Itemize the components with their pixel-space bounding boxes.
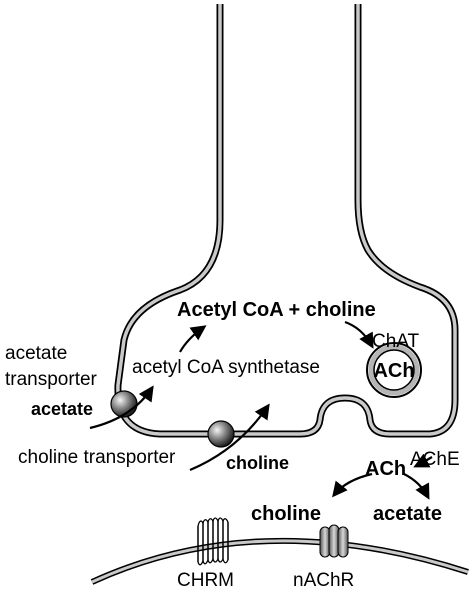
ach-vesicle — [366, 342, 422, 398]
choline-product-label: choline — [251, 503, 321, 525]
ache-label: AChE — [410, 449, 460, 470]
reaction-arrows — [89, 320, 433, 500]
acetyl-coa-synthetase-label: acetyl CoA synthetase — [132, 357, 320, 378]
choline-product-arrow — [332, 472, 373, 498]
acetate-input-label: acetate — [31, 399, 93, 419]
chrm-receptor-icon — [197, 517, 229, 566]
ach-vesicle-label: ACh — [373, 360, 414, 382]
presynaptic-membrane — [114, 4, 459, 438]
choline-input-label: choline — [226, 453, 289, 473]
acetate-transporter-label-line2: transporter — [5, 369, 98, 390]
ach-cleft-label: ACh — [365, 458, 406, 480]
chat-synthesis-arrow — [344, 320, 374, 349]
chat-label: ChAT — [372, 331, 420, 352]
acetate-product-arrow — [403, 473, 430, 500]
acetate-transporter-label-line1: acetate — [5, 343, 67, 364]
choline-transporter-label: choline transporter — [18, 447, 176, 468]
nachr-receptor-icon — [319, 524, 349, 558]
ache-hydrolysis-arrow — [413, 453, 433, 468]
nachr-label: nAChR — [293, 570, 354, 591]
acetate-transporter-icon — [110, 390, 138, 418]
acetate-product-label: acetate — [373, 503, 442, 525]
choline-uptake-arrow — [189, 403, 270, 472]
chrm-label: CHRM — [177, 570, 234, 591]
acetate-uptake-arrow — [89, 385, 154, 430]
acetyl-coa-choline-label: Acetyl CoA + choline — [177, 299, 376, 321]
acetyl-coa-synthetase-arrow — [179, 325, 207, 353]
postsynaptic-membrane — [90, 537, 469, 585]
choline-transporter-icon — [207, 420, 235, 448]
